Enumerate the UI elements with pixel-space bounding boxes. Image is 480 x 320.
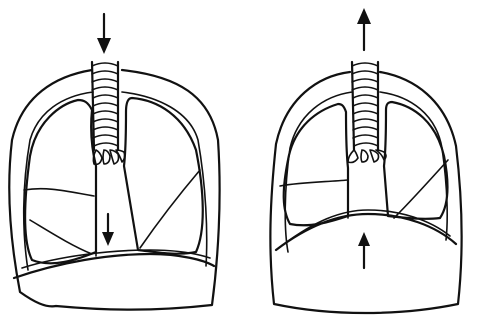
thorax-outline [9,70,219,310]
inhalation-panel [9,14,219,310]
arrow-up-icon [357,8,371,50]
bronchi [93,150,124,164]
trachea [352,62,378,150]
thorax-inner-wall [285,92,352,252]
trachea [92,62,118,150]
arrow-down-icon [102,214,114,246]
arrow-up-icon [358,232,370,268]
arrow-down-icon [97,14,111,54]
bronchi [348,150,386,163]
left-lung [280,104,348,225]
right-lung [124,98,203,254]
thorax-inner-wall [24,92,93,270]
left-lung [24,100,96,263]
exhalation-panel [270,8,461,313]
right-lung [384,102,448,219]
thorax-outline [270,72,461,313]
diaphragm [14,254,214,278]
